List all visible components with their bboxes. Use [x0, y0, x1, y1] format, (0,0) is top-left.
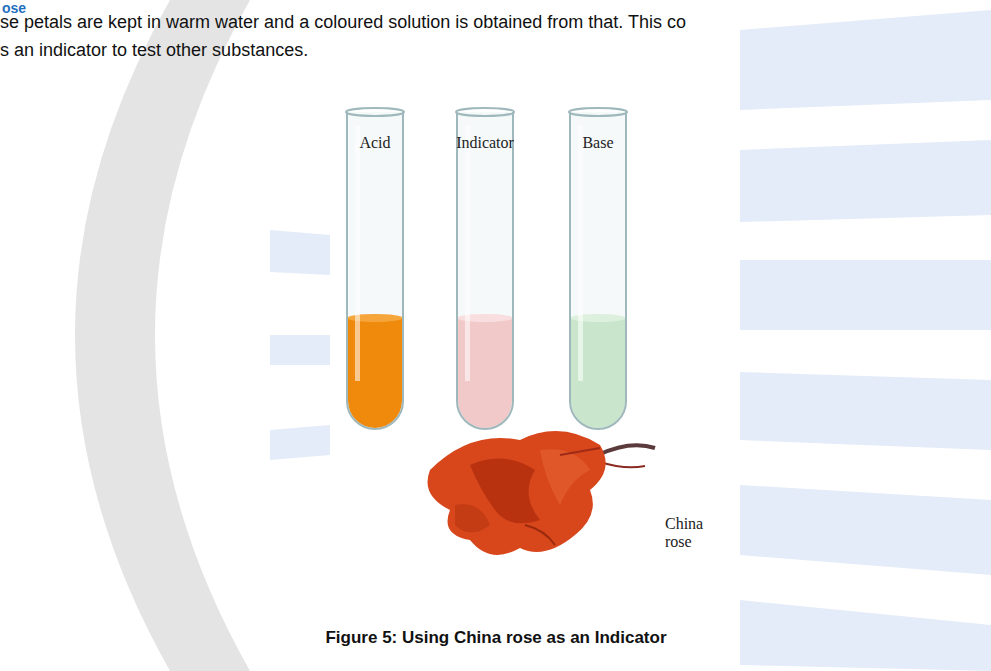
body-text: s an indicator to test other substances. [0, 40, 308, 61]
blue-band [740, 140, 991, 222]
blue-band [270, 335, 330, 365]
test-tube: Indicator [451, 106, 519, 431]
blue-band [740, 372, 991, 450]
test-tube: Base [568, 106, 628, 431]
blue-band [740, 10, 991, 110]
figure-caption: Figure 5: Using China rose as an Indicat… [325, 628, 666, 648]
blue-band [270, 230, 330, 275]
tube-outline [568, 106, 628, 431]
tube-label: Base [568, 106, 628, 152]
figure-ground [337, 82, 733, 608]
body-text: se petals are kept in warm water and a c… [0, 12, 686, 33]
china-rose-illustration [428, 431, 656, 555]
flower-label: China rose [665, 515, 725, 552]
tube-outline [345, 106, 405, 431]
blue-band [270, 425, 330, 460]
blue-band [740, 485, 991, 575]
tube-label: Acid [345, 106, 405, 152]
blue-band [740, 260, 991, 330]
tube-outline [451, 106, 519, 431]
test-tube: Acid [345, 106, 405, 431]
blue-band [740, 600, 991, 671]
tube-label: Indicator [451, 106, 519, 152]
grey-arc [75, 0, 250, 671]
